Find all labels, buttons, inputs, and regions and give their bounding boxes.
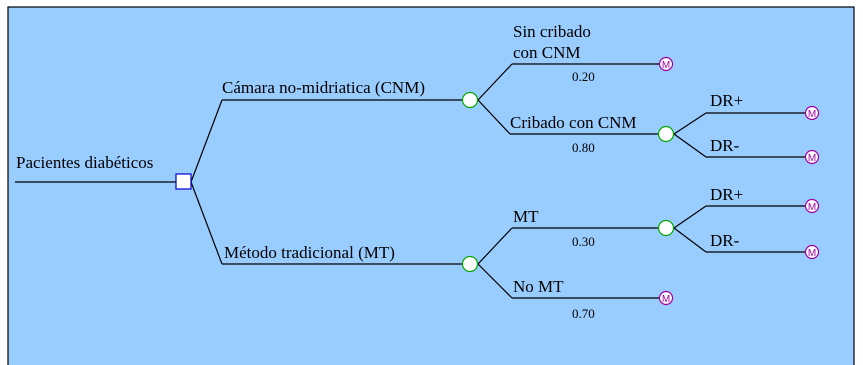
edge-crib-to-drminus [673,133,707,158]
markov-node-crib-drminus[interactable]: M [804,149,820,165]
edge-mtmt-to-drminus [673,227,707,253]
edge-mtmt-to-drplus [673,205,707,229]
edge-mt-to-mtmt [477,227,513,265]
diagram-background [7,6,855,365]
root-label: Pacientes diabéticos [16,153,153,172]
markov-node-crib-drplus[interactable]: M [804,105,820,121]
decision-node[interactable] [175,173,192,190]
markov-symbol: M [808,109,816,120]
branch-label-mt: Método tradicional (MT) [224,243,395,262]
chance-node-cribado[interactable] [657,125,675,143]
branch-label-crib-drminus: DR- [710,136,740,155]
edge-root-to-mt [190,181,223,265]
markov-node-mt-drplus[interactable]: M [804,198,820,214]
markov-symbol: M [662,294,670,305]
edge-mt-to-nomt [477,263,513,299]
edge-root-to-cnm [190,99,223,183]
prob-cribado: 0.80 [572,140,595,155]
branch-label-mt-drminus: DR- [710,231,740,250]
prob-sin-cribado: 0.20 [572,69,595,84]
markov-symbol: M [808,153,816,164]
chance-node-cnm[interactable] [461,91,479,109]
markov-node-no-mt[interactable]: M [658,290,674,306]
branch-label-cribado: Cribado con CNM [510,113,637,132]
prob-nomt: 0.70 [572,306,595,321]
branch-label-mtmt: MT [513,207,539,226]
chance-node-mt[interactable] [461,255,479,273]
branch-label-mt-drplus: DR+ [710,185,743,204]
markov-symbol: M [808,202,816,213]
branch-label-sin-cribado-line2: con CNM [513,43,581,62]
markov-node-sin-cribado[interactable]: M [658,56,674,72]
branch-label-sin-cribado-line1: Sin cribado [513,22,591,41]
markov-symbol: M [808,248,816,259]
branch-label-cnm: Cámara no-midriatica (CNM) [222,78,425,97]
markov-node-mt-drminus[interactable]: M [804,244,820,260]
edge-cnm-to-crib [477,99,511,135]
chance-node-mtmt[interactable] [657,219,675,237]
prob-mtmt: 0.30 [572,234,595,249]
edge-crib-to-drplus [673,112,707,135]
edge-cnm-to-sin [477,63,513,101]
branch-label-crib-drplus: DR+ [710,91,743,110]
markov-symbol: M [662,60,670,71]
branch-label-nomt: No MT [513,277,564,296]
